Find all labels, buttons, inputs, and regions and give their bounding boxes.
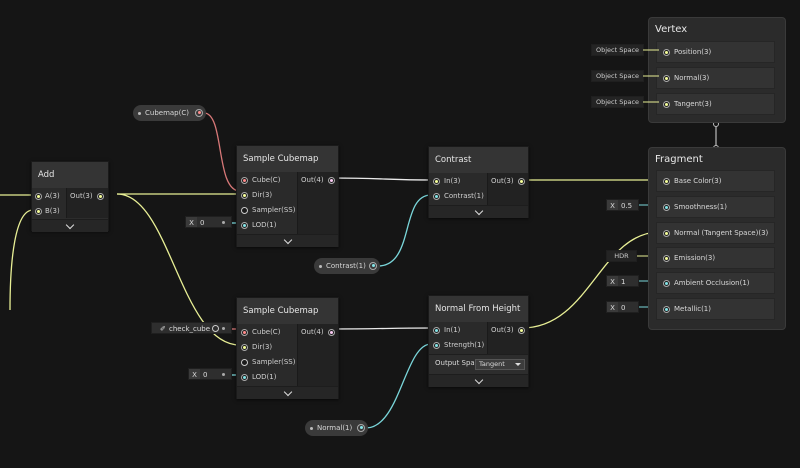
fragment-title: Fragment — [655, 154, 703, 165]
wire-cubemap-to-sample1 — [203, 112, 241, 192]
contrast-node[interactable]: Contrast In(3) Contrast(1) Out(3) — [428, 146, 529, 218]
cubemap-asset-value: check_cube — [169, 325, 211, 333]
space-tag-normal[interactable]: Object Space — [591, 70, 645, 82]
fragment-block-emission[interactable]: Emission(3) — [656, 247, 775, 269]
lod-field-1[interactable]: X 0 — [185, 216, 232, 228]
output-port[interactable]: Out(4) — [301, 324, 337, 340]
sample-cubemap-node-2[interactable]: Sample Cubemap Cube(C) Dir(3) Sampler(SS… — [236, 297, 339, 399]
node-title: Contrast — [429, 147, 528, 173]
chevron-down-icon — [283, 387, 292, 397]
wire-sample2-to-nfh — [331, 327, 432, 330]
vertex-block-position[interactable]: Position(3) — [656, 41, 775, 63]
target-icon[interactable] — [212, 325, 219, 332]
chevron-down-icon — [474, 206, 483, 216]
vertex-block-tangent[interactable]: Tangent(3) — [656, 93, 775, 115]
add-node[interactable]: Add A(3) B(3) Out(3) — [31, 161, 109, 232]
wire-left-to-add-b — [9, 209, 34, 311]
lod-field-2[interactable]: X 0 — [188, 368, 232, 380]
fragment-block-base-color[interactable]: Base Color(3) — [656, 170, 775, 192]
cubemap-asset-field[interactable]: ✐ check_cube — [151, 322, 232, 334]
wire-sample1-to-contrast — [331, 177, 432, 181]
contrast-property-label: Contrast(1) — [326, 262, 366, 270]
vertex-block-normal[interactable]: Normal(3) — [656, 67, 775, 89]
metallic-field[interactable]: X 0 — [606, 301, 639, 313]
expand-toggle[interactable] — [429, 205, 528, 218]
output-port-icon[interactable] — [357, 423, 365, 432]
sample-cubemap-node-1[interactable]: Sample Cubemap Cube(C) Dir(3) Sampler(SS… — [236, 145, 339, 247]
expand-toggle[interactable] — [237, 234, 338, 247]
output-port[interactable]: Out(3) — [491, 173, 527, 189]
expand-toggle[interactable] — [237, 386, 338, 399]
node-title: Normal From Height — [429, 296, 528, 322]
chevron-down-icon — [65, 220, 75, 230]
fragment-block-smoothness[interactable]: Smoothness(1) — [656, 196, 775, 218]
output-port-icon[interactable] — [195, 108, 203, 117]
node-title: Sample Cubemap — [237, 146, 338, 172]
wire-contrast-prop — [377, 194, 432, 267]
node-title: Sample Cubemap — [237, 298, 338, 324]
emission-hdr-tag[interactable]: HDR — [606, 250, 637, 262]
expand-toggle[interactable] — [429, 374, 528, 387]
wire-normal-prop — [365, 343, 432, 429]
chevron-down-icon — [283, 235, 292, 245]
cubemap-property-label: Cubemap(C) — [145, 109, 189, 117]
vertex-title: Vertex — [655, 24, 688, 35]
output-port[interactable]: Out(4) — [301, 172, 337, 188]
fragment-block-ambient-occlusion[interactable]: Ambient Occlusion(1) — [656, 272, 775, 294]
dropdown-arrow-icon — [515, 363, 521, 366]
fragment-block-normal[interactable]: Normal (Tangent Space)(3) — [656, 222, 775, 244]
output-port[interactable]: Out(3) — [491, 322, 527, 338]
output-space-dropdown[interactable]: Tangent — [475, 359, 525, 370]
space-tag-tangent[interactable]: Object Space — [591, 96, 645, 108]
fragment-context[interactable]: Fragment Base Color(3) Smoothness(1) Nor… — [648, 147, 786, 330]
ambient-occlusion-field[interactable]: X 1 — [606, 275, 639, 287]
wire-nfh-to-normal — [521, 231, 661, 329]
chevron-down-icon — [474, 375, 483, 385]
vertex-context[interactable]: Vertex Position(3) Normal(3) Tangent(3) — [648, 17, 786, 123]
output-space-label: Output Space — [435, 359, 475, 367]
output-port-icon[interactable] — [369, 261, 377, 270]
node-title: Add — [32, 162, 108, 188]
contrast-property[interactable]: Contrast(1) — [314, 258, 380, 274]
normal-property[interactable]: Normal(1) — [305, 420, 368, 436]
space-tag-position[interactable]: Object Space — [591, 44, 645, 56]
fragment-block-metallic[interactable]: Metallic(1) — [656, 298, 775, 320]
normal-property-label: Normal(1) — [317, 424, 353, 432]
smoothness-field[interactable]: X 0.5 — [606, 199, 639, 211]
normal-from-height-node[interactable]: Normal From Height In(1) Strength(1) Out… — [428, 295, 529, 387]
output-port[interactable]: Out(3) — [70, 188, 108, 204]
cube-link-icon: ✐ — [160, 325, 166, 333]
expand-toggle[interactable] — [32, 219, 108, 232]
cubemap-property[interactable]: Cubemap(C) — [133, 105, 206, 121]
